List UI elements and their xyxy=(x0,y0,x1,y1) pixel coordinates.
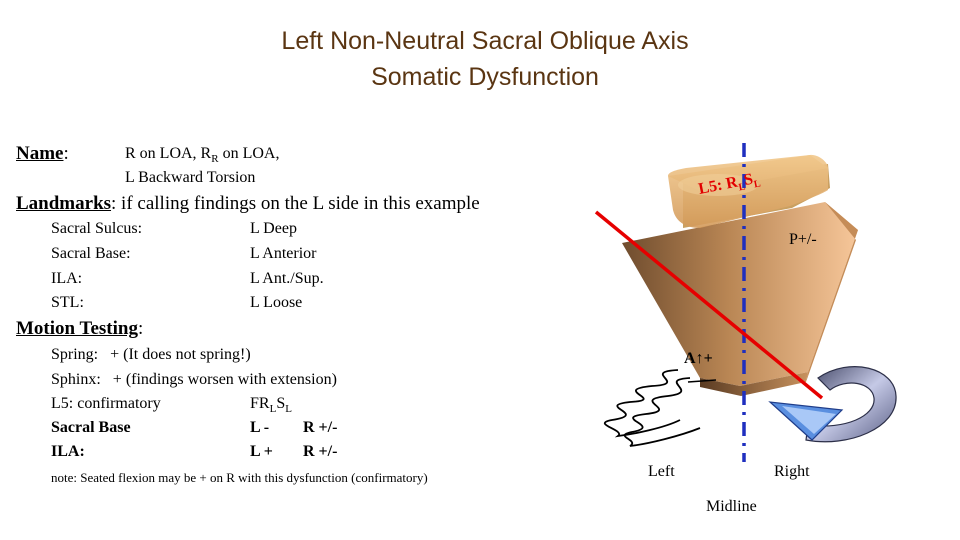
landmark-value-stl: L Loose xyxy=(250,294,303,311)
motion-testing-heading: Motion Testing: xyxy=(16,318,143,340)
motion-testing-colon: : xyxy=(137,318,144,339)
motion-l5-key: L5: confirmatory xyxy=(51,395,161,412)
motion-ila-right: R +/- xyxy=(303,443,338,460)
name-value-1: R on LOA, RR on LOA, xyxy=(125,145,279,165)
title-line-1: Left Non-Neutral Sacral Oblique Axis xyxy=(281,27,689,55)
title-line-2: Somatic Dysfunction xyxy=(371,63,599,91)
landmark-key-sacral-base: Sacral Base: xyxy=(51,245,131,262)
landmark-value-sacral-base: L Anterior xyxy=(250,245,317,262)
up-arrow-icon: ↑ xyxy=(695,350,704,367)
squiggle-line-2 xyxy=(623,377,701,447)
motion-sacral-base-left: L - xyxy=(250,419,270,436)
name-value-1-text: R on LOA, R xyxy=(125,145,212,162)
p-label: P+/- xyxy=(789,231,817,248)
name-value-2: L Backward Torsion xyxy=(125,169,256,186)
oblique-axis-line xyxy=(594,210,824,400)
landmark-key-stl: STL: xyxy=(51,294,84,311)
name-value-1-subscript: R xyxy=(211,153,219,166)
motion-spring: Spring: + (It does not spring!) xyxy=(51,346,251,363)
seated-flexion-note: note: Seated flexion may be + on R with … xyxy=(51,470,428,485)
motion-l5-value-text: FR xyxy=(250,395,270,412)
motion-sacral-base-right: R +/- xyxy=(303,419,338,436)
l5-vertebra-block xyxy=(668,154,830,228)
motion-sphinx: Sphinx: + (findings worsen with extensio… xyxy=(51,371,337,388)
motion-ila-left: L + xyxy=(250,443,273,460)
a-label-plus: + xyxy=(703,350,713,367)
motion-sacral-base-key: Sacral Base xyxy=(51,419,131,436)
landmark-value-sacral-sulcus: L Deep xyxy=(250,220,297,237)
motion-testing-label: Motion Testing xyxy=(16,318,138,339)
landmarks-description: : if calling findings on the L side in t… xyxy=(111,193,480,214)
motion-l5-value-sub-1: L xyxy=(269,403,277,416)
motion-l5-value-sub-2: L xyxy=(285,403,292,416)
landmark-key-ila: ILA: xyxy=(51,270,83,287)
landmarks-heading: Landmarks: if calling findings on the L … xyxy=(16,193,480,215)
rotation-arrow xyxy=(768,366,897,443)
name-colon: : xyxy=(63,143,69,164)
name-label: Name xyxy=(16,143,64,164)
left-label: Left xyxy=(648,463,675,480)
motion-l5-value-text-2: S xyxy=(276,395,286,412)
landmark-value-ila: L Ant./Sup. xyxy=(250,270,324,287)
a-marker-line xyxy=(687,379,717,383)
name-value-1-tail: on LOA, xyxy=(218,145,280,162)
midline-label: Midline xyxy=(706,498,757,515)
a-label: A↑+ xyxy=(684,350,713,368)
motion-l5-value: FRLSL xyxy=(250,395,292,415)
a-label-text: A xyxy=(684,350,696,367)
landmark-key-sacral-sulcus: Sacral Sulcus: xyxy=(51,220,143,237)
right-label: Right xyxy=(774,463,810,480)
squiggle-line-1 xyxy=(603,369,681,438)
motion-ila-key: ILA: xyxy=(51,443,85,460)
landmarks-label: Landmarks xyxy=(16,193,112,214)
sacrum-shape xyxy=(622,202,858,396)
name-heading: Name: xyxy=(16,143,69,165)
